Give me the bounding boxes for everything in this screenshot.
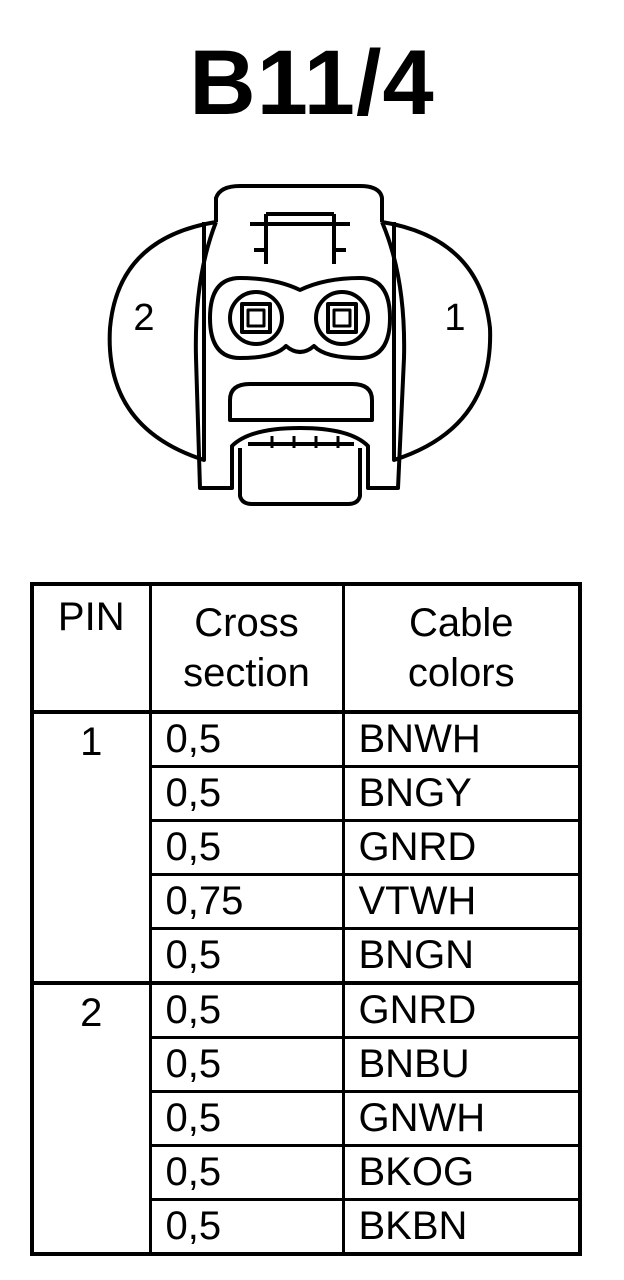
pin-number-cell: 1 (30, 710, 152, 985)
pin-2-contact-square (240, 302, 272, 334)
latch-tab-outline (214, 184, 384, 222)
cross-section-cell: 0,5 (148, 927, 345, 985)
header-cross-section: Cross section (148, 582, 345, 714)
pin-label-1: 1 (444, 297, 465, 339)
cable-color-cell: BKOG (341, 1144, 582, 1201)
cross-section-cell: 0,5 (148, 765, 345, 822)
cross-section-cell: 0,5 (148, 1036, 345, 1093)
cable-color-cell: GNRD (341, 819, 582, 876)
pin-cavity-outline (208, 276, 392, 360)
pin-1-contact-ring (314, 290, 370, 346)
cable-color-cell: VTWH (341, 873, 582, 930)
cross-section-cell: 0,5 (148, 981, 345, 1039)
cable-color-cell: BNWH (341, 710, 582, 768)
cross-section-cell: 0,5 (148, 710, 345, 768)
cross-section-cell: 0,5 (148, 1198, 345, 1256)
cross-section-cell: 0,5 (148, 1090, 345, 1147)
pin-2-contact-ring (228, 290, 284, 346)
header-cable-colors: Cable colors (341, 582, 582, 714)
cable-color-cell: GNWH (341, 1090, 582, 1147)
cable-color-cell: BNGY (341, 765, 582, 822)
cable-color-cell: BKBN (341, 1198, 582, 1256)
header-pin: PIN (30, 582, 152, 714)
pin-number-cell: 2 (30, 981, 152, 1256)
cable-color-cell: GNRD (341, 981, 582, 1039)
connector-outer-outline (107, 220, 217, 462)
inner-body-outline (193, 221, 407, 490)
cross-section-cell: 0,5 (148, 1144, 345, 1201)
table-header-row: PIN Cross section Cable colors (30, 582, 582, 714)
cable-color-cell: BNBU (341, 1036, 582, 1093)
connector-title: B11/4 (189, 32, 435, 134)
cable-color-cell: BNGN (341, 927, 582, 985)
cross-section-cell: 0,5 (148, 819, 345, 876)
pin-label-2: 2 (133, 297, 154, 339)
connector-face-diagram: 2 1 (107, 184, 493, 506)
cross-section-cell: 0,75 (148, 873, 345, 930)
lower-latch (228, 382, 374, 422)
